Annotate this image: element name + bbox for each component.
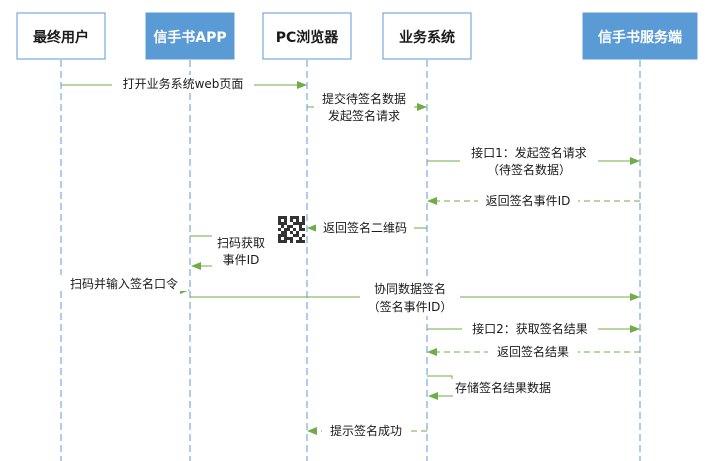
actor-label: 信手书APP (153, 29, 226, 46)
actor-app: 信手书APP (145, 12, 235, 60)
message-4: 返回签名事件ID (427, 192, 640, 208)
message-label: 接口1：发起签名请求 (471, 145, 587, 160)
message-8: 协同数据签名 （签名事件ID） (190, 280, 640, 316)
actor-label: 信手书服务端 (598, 29, 682, 46)
message-10: 返回签名结果 (427, 343, 640, 359)
message-label: 发起签名请求 (328, 108, 400, 123)
actor-server: 信手书服务端 (582, 12, 698, 60)
message-label: 打开业务系统web页面 (123, 76, 244, 91)
message-label: 存储签名结果数据 (455, 380, 551, 395)
message-label: 提示签名成功 (330, 423, 402, 438)
message-9: 接口2：获取签名结果 (427, 320, 640, 336)
qr-code-icon (278, 216, 305, 243)
message-6: 扫码获取 事件ID (190, 233, 270, 270)
lifelines (60, 60, 641, 461)
actor-user: 最终用户 (16, 12, 106, 60)
message-12: 提示签名成功 (307, 422, 427, 438)
actor-label: PC浏览器 (276, 29, 340, 46)
message-5: 返回签名二维码 (307, 219, 427, 235)
actor-label: 最终用户 (33, 29, 89, 46)
message-3: 接口1：发起签名请求 （待签名数据） (427, 143, 640, 178)
actor-label: 业务系统 (399, 29, 455, 46)
message-7: 扫码并输入签名口令 (60, 275, 190, 294)
message-label: 返回签名结果 (497, 344, 569, 359)
message-label: 协同数据签名 (374, 281, 446, 296)
message-label: 扫码并输入签名口令 (70, 276, 178, 291)
message-1: 打开业务系统web页面 (61, 75, 307, 91)
message-label: 返回签名二维码 (323, 220, 407, 235)
message-label: 接口2：获取签名结果 (472, 321, 588, 336)
message-2: 提交待签名数据 发起签名请求 (307, 90, 427, 124)
message-label: （待签名数据） (487, 162, 571, 177)
message-label: 返回签名事件ID (486, 193, 571, 208)
actor-biz: 业务系统 (382, 12, 472, 60)
message-arrow (190, 235, 215, 270)
message-11: 存储签名结果数据 (427, 375, 560, 400)
message-label: 提交待签名数据 (322, 91, 406, 106)
message-label: （签名事件ID） (368, 299, 453, 314)
message-label: 事件ID (223, 253, 260, 267)
message-label: 扫码获取 (217, 236, 265, 250)
actor-pc: PC浏览器 (262, 12, 352, 60)
